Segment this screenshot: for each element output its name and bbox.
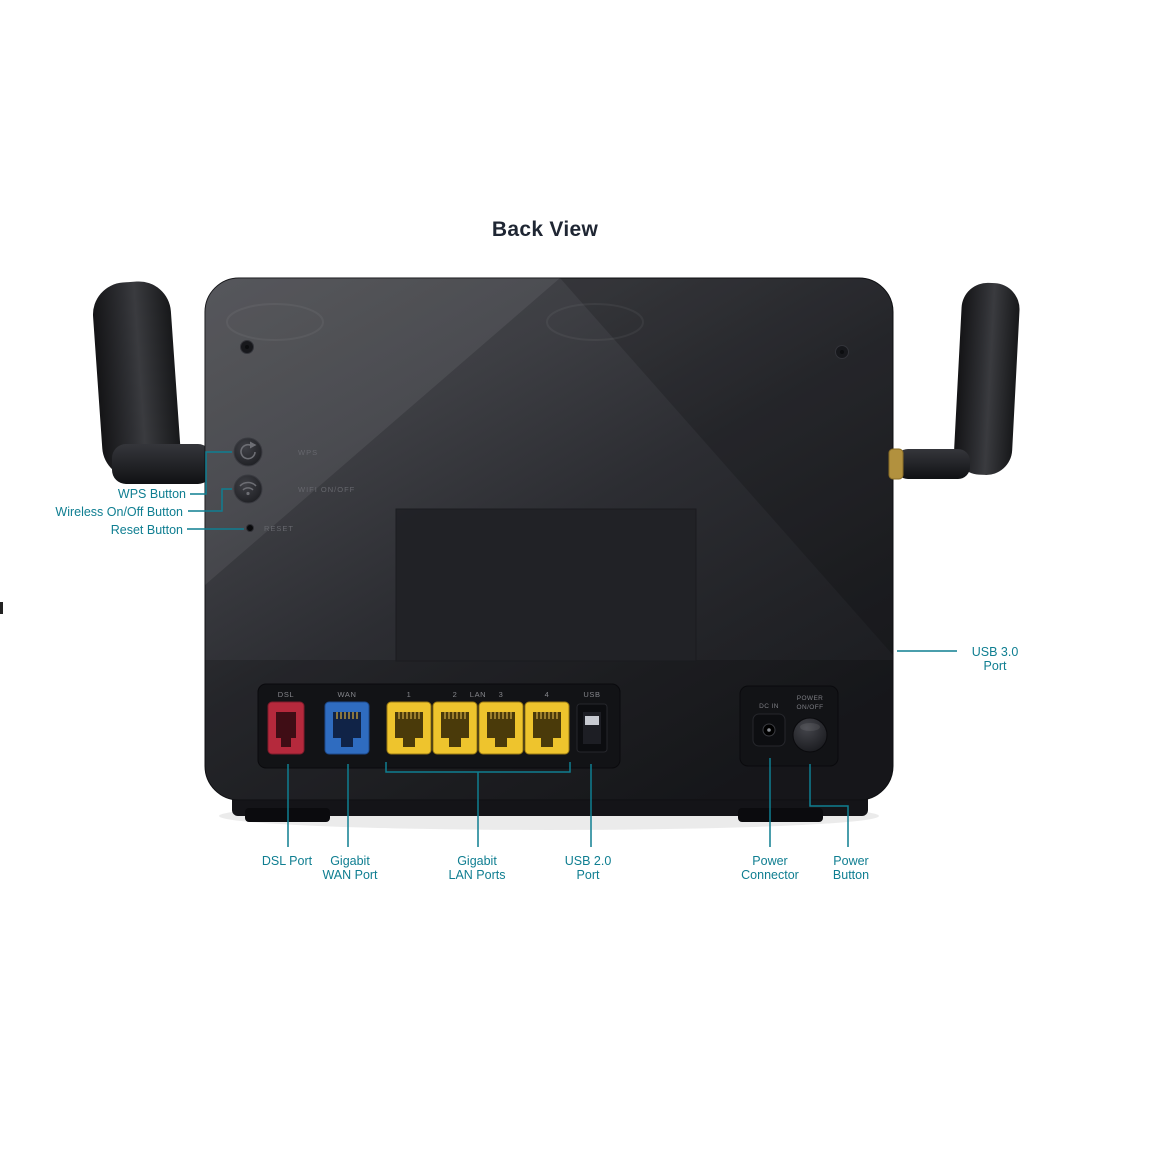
dsl-callout-label: DSL Port [262, 854, 313, 868]
wps-callout-label: WPS Button [118, 487, 186, 501]
power-button-callout-label-1: Power [833, 854, 868, 868]
usb2-port [576, 703, 608, 753]
lan-port-4 [524, 701, 570, 755]
usb2-callout-label-1: USB 2.0 [565, 854, 612, 868]
lan4-label: 4 [545, 690, 550, 699]
rj45-pins [536, 712, 558, 719]
power-label-1: POWER [797, 695, 824, 702]
wps-callout-line [190, 451, 232, 495]
wifi-panel-label: WIFI ON/OFF [298, 485, 355, 494]
lan-group-label: LAN [470, 690, 486, 699]
rj45-pins [490, 712, 512, 719]
left-antenna-joint [112, 444, 212, 484]
wireless-callout-line [188, 488, 232, 512]
reset-hole [246, 524, 254, 532]
screw-right [835, 345, 849, 359]
lan3-label: 3 [499, 690, 504, 699]
rj45-pins [398, 712, 420, 719]
dsl-port [267, 701, 305, 755]
lan-callout-bracket [385, 762, 571, 847]
edge-artifact [0, 602, 3, 614]
screw-left [240, 340, 254, 354]
page-title: Back View [492, 218, 599, 241]
dsl-port-label: DSL [278, 690, 294, 699]
power-connector-callout-label-2: Connector [741, 868, 799, 882]
wps-icon [240, 443, 256, 460]
label-plate [395, 508, 697, 662]
reset-panel-label: RESET [264, 524, 294, 533]
lan2-label: 2 [453, 690, 458, 699]
right-antenna-joint [896, 449, 970, 479]
left-antenna [92, 281, 212, 484]
wireless-callout-label: Wireless On/Off Button [55, 505, 183, 519]
wifi-on-off-button [233, 474, 263, 504]
wan-port-label: WAN [337, 690, 356, 699]
lan-callout-label-1: Gigabit [457, 854, 497, 868]
power-label-2: ON/OFF [797, 704, 824, 711]
wifi-icon [239, 481, 257, 491]
power-button [792, 717, 828, 753]
lan1-label: 1 [407, 690, 412, 699]
usb3-callout-label-1: USB 3.0 [972, 645, 1019, 659]
lan-port-1 [386, 701, 432, 755]
rj45-pins [336, 712, 358, 719]
lan-port-2 [432, 701, 478, 755]
usb3-callout-label-2: Port [984, 659, 1007, 673]
lan-port-3 [478, 701, 524, 755]
antenna-connector-gold [888, 448, 904, 480]
usb-port-label: USB [583, 690, 600, 699]
power-connector-callout-label-1: Power [752, 854, 787, 868]
reset-callout-label: Reset Button [111, 523, 183, 537]
right-antenna [896, 282, 1020, 479]
wan-port [324, 701, 370, 755]
usb2-callout-label-2: Port [577, 868, 600, 882]
callout-lines [187, 451, 957, 847]
stand-foot-right [738, 808, 823, 822]
power-button-callout-label-2: Button [833, 868, 869, 882]
wan-callout-label-1: Gigabit [330, 854, 370, 868]
rj45-pins [444, 712, 466, 719]
wps-button [233, 437, 263, 467]
dc-in-label: DC IN [759, 703, 779, 710]
wan-callout-label-2: WAN Port [322, 868, 378, 882]
power-button-callout-line [809, 764, 849, 847]
lan-callout-label-2: LAN Ports [449, 868, 506, 882]
dc-in-jack [752, 713, 786, 747]
wps-panel-label: WPS [298, 448, 318, 457]
